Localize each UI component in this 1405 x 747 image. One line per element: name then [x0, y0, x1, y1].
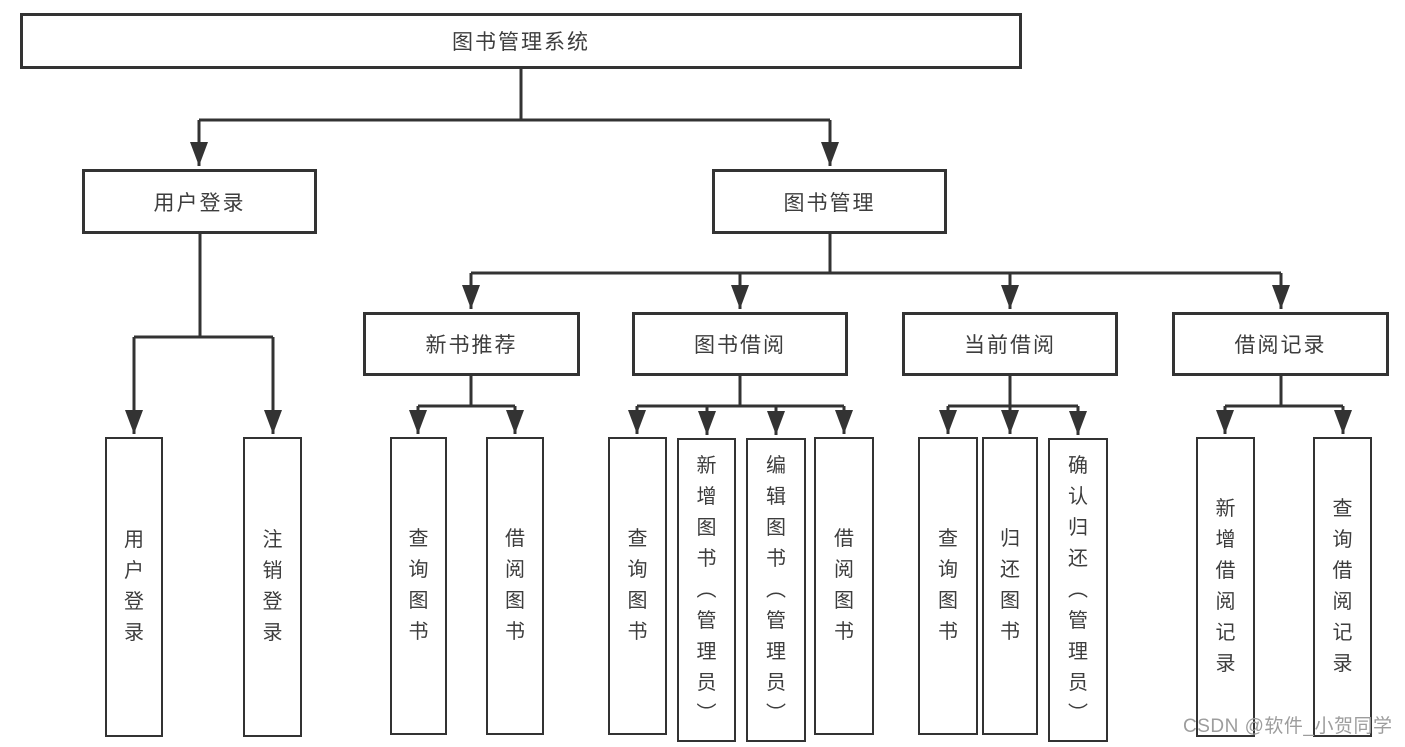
node-leaf-borrow-books-borrowing: 借阅图书	[814, 437, 874, 735]
node-user-login-branch: 用户登录	[82, 169, 317, 234]
node-borrowing-records: 借阅记录	[1172, 312, 1389, 376]
node-current-borrowing: 当前借阅	[902, 312, 1118, 376]
node-label: 确认归还︵管理员︶	[1068, 454, 1088, 725]
node-leaf-return-book: 归还图书	[982, 437, 1038, 735]
node-leaf-add-book-admin: 新增图书︵管理员︶	[677, 438, 736, 742]
node-leaf-user-login: 用户登录	[105, 437, 163, 737]
node-leaf-query-books-recommend: 查询图书	[390, 437, 447, 735]
node-leaf-edit-book-admin: 编辑图书︵管理员︶	[746, 438, 806, 742]
node-label: 图书管理	[783, 191, 876, 215]
node-label: 查询图书	[408, 528, 429, 643]
node-leaf-borrow-books-recommend: 借阅图书	[486, 437, 544, 735]
node-label: 注销登录	[262, 529, 283, 644]
node-label: 新增图书︵管理员︶	[696, 454, 717, 725]
node-label: 新书推荐	[425, 334, 518, 357]
node-label: 借阅图书	[834, 528, 854, 643]
node-label: 编辑图书︵管理员︶	[766, 454, 786, 725]
node-library-management-system: 图书管理系统	[20, 13, 1022, 69]
node-new-book-recommendation: 新书推荐	[363, 312, 580, 376]
node-label: 用户登录	[153, 191, 246, 215]
node-label: 图书借阅	[694, 334, 786, 357]
node-leaf-logout: 注销登录	[243, 437, 302, 737]
node-label: 当前借阅	[964, 334, 1056, 357]
node-label: 查询图书	[627, 528, 648, 643]
node-book-management: 图书管理	[712, 169, 947, 234]
csdn-watermark: CSDN @软件_小贺同学	[1183, 716, 1393, 737]
node-leaf-query-books-current: 查询图书	[918, 437, 978, 735]
node-leaf-query-borrow-record: 查询借阅记录	[1313, 437, 1372, 737]
node-label: 图书管理系统	[452, 31, 590, 54]
node-leaf-confirm-return-admin: 确认归还︵管理员︶	[1048, 438, 1108, 742]
node-label: 查询借阅记录	[1332, 498, 1353, 675]
node-label: 用户登录	[124, 529, 144, 644]
node-label: 借阅图书	[505, 528, 525, 643]
node-leaf-add-borrow-record: 新增借阅记录	[1196, 437, 1255, 737]
node-book-borrowing: 图书借阅	[632, 312, 848, 376]
node-leaf-query-books-borrowing: 查询图书	[608, 437, 667, 735]
node-label: 新增借阅记录	[1215, 498, 1236, 675]
node-label: 归还图书	[1000, 528, 1020, 643]
node-label: 查询图书	[938, 528, 958, 643]
node-label: 借阅记录	[1234, 334, 1327, 357]
